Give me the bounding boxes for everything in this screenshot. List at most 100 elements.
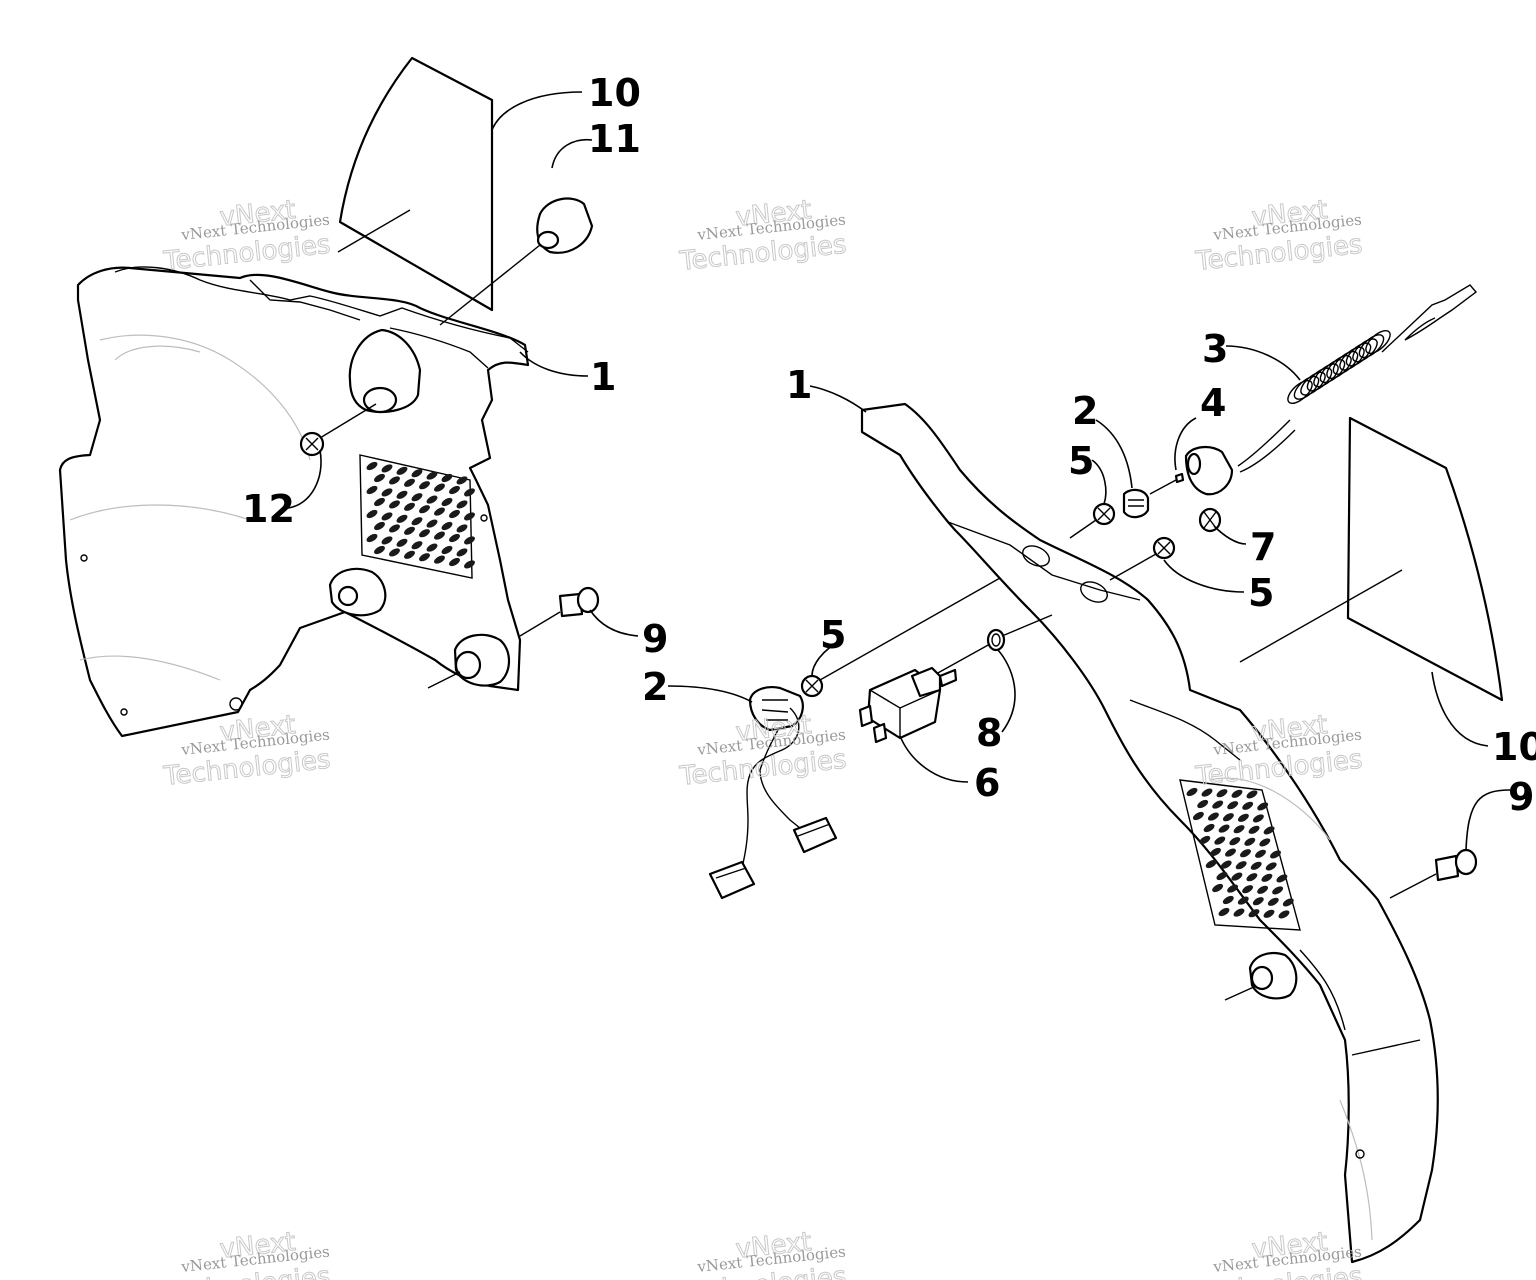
vent-slot: [1231, 789, 1243, 798]
callout-right-2-top: 2: [1072, 389, 1098, 433]
vent-slot: [1199, 835, 1211, 845]
vent-slot: [1252, 897, 1264, 906]
vent-slot: [1216, 871, 1228, 881]
vent-slot: [381, 464, 393, 473]
vent-slot: [389, 524, 400, 533]
callout-right-7: 7: [1250, 525, 1276, 569]
callout-right-9: 9: [1508, 775, 1534, 819]
vent-slot: [1272, 886, 1284, 895]
vent-slot: [1212, 883, 1224, 893]
vent-slot: [456, 476, 468, 485]
callout-left-11: 11: [588, 117, 641, 161]
vent-slot: [366, 485, 378, 495]
vent-slot: [374, 545, 385, 555]
callout-right-10: 10: [1492, 725, 1536, 769]
vent-slot: [434, 531, 445, 540]
vent-slot: [1244, 837, 1256, 846]
washer-5-top: [1092, 502, 1116, 526]
vent-slot: [426, 495, 438, 504]
vent-slot: [419, 505, 430, 514]
left-vent-grille: [359, 454, 475, 579]
vent-slot: [449, 557, 460, 567]
vent-slot: [1240, 849, 1251, 858]
callout-left-12: 12: [242, 487, 295, 531]
vent-slot: [1261, 873, 1273, 882]
callout-right-5-top: 5: [1068, 439, 1094, 483]
vent-slot: [389, 500, 400, 509]
callout-numbers: 10 11 1 12 9 1 2 3 4 5 7 5 5 2 8 6 10 9: [242, 71, 1536, 819]
vent-slot: [441, 521, 453, 531]
vent-slot: [419, 529, 430, 538]
vent-slot: [1231, 872, 1243, 881]
left-screw-9: [558, 586, 600, 618]
vent-slot: [1282, 898, 1294, 907]
callout-right-5-mid: 5: [1248, 571, 1274, 615]
callout-right-1: 1: [786, 363, 812, 407]
right-screw-9: [1434, 848, 1478, 882]
vent-slot: [464, 560, 475, 569]
vent-slot: [1250, 861, 1262, 870]
vent-slot: [449, 485, 460, 495]
vent-slot: [1207, 812, 1219, 821]
vent-slot: [366, 533, 378, 543]
ring-8: [986, 628, 1006, 652]
vent-slot: [381, 512, 393, 521]
right-side-panel: [860, 402, 1439, 1264]
vent-slot: [464, 536, 475, 545]
callout-right-5-low: 5: [820, 613, 846, 657]
coil-loop: [1352, 338, 1378, 363]
vent-slot: [1248, 825, 1260, 834]
coil-loop: [1306, 367, 1333, 392]
vent-slot: [396, 538, 408, 547]
coil-loop: [1300, 371, 1326, 396]
vent-slot: [374, 473, 385, 483]
vent-slot: [366, 509, 378, 519]
right-side-panel-assembly: [708, 284, 1504, 1264]
vent-slot: [449, 509, 460, 519]
right-windshield-sheet: [1346, 416, 1504, 702]
vent-slot: [1257, 885, 1269, 894]
vent-slot: [1203, 823, 1215, 833]
vent-slot: [1220, 860, 1232, 869]
vent-slot: [1259, 838, 1271, 847]
vent-slot: [1222, 895, 1234, 905]
vent-slot: [426, 543, 438, 552]
vent-slot: [1227, 801, 1239, 810]
callout-right-4: 4: [1200, 381, 1226, 425]
vent-slot: [1248, 909, 1260, 918]
vent-slot: [456, 524, 468, 533]
callout-right-6: 6: [974, 761, 1000, 805]
vent-slot: [464, 488, 475, 497]
vent-slot: [419, 553, 430, 562]
callout-left-1: 1: [590, 355, 616, 399]
coil-loop: [1358, 334, 1385, 359]
vent-slot: [1233, 908, 1245, 917]
vent-slot: [411, 469, 423, 478]
vent-slot: [1222, 813, 1234, 822]
switch-6: [858, 666, 958, 744]
vent-slot: [1252, 814, 1264, 823]
callout-right-3: 3: [1202, 327, 1228, 371]
vent-slot: [426, 471, 438, 480]
vent-slot: [1242, 885, 1254, 894]
vent-slot: [1246, 873, 1258, 882]
vent-slot: [1276, 874, 1288, 883]
vent-slot: [1214, 836, 1226, 845]
vent-slot: [381, 488, 393, 497]
vent-slot: [441, 473, 453, 483]
vent-slot: [1242, 801, 1254, 810]
vent-slot: [434, 483, 445, 492]
vent-slot: [374, 521, 385, 531]
vent-slot: [464, 512, 475, 521]
vent-slot: [366, 461, 378, 471]
callout-left-10: 10: [588, 71, 641, 115]
vent-slot: [396, 490, 408, 499]
vent-slot: [411, 493, 423, 502]
